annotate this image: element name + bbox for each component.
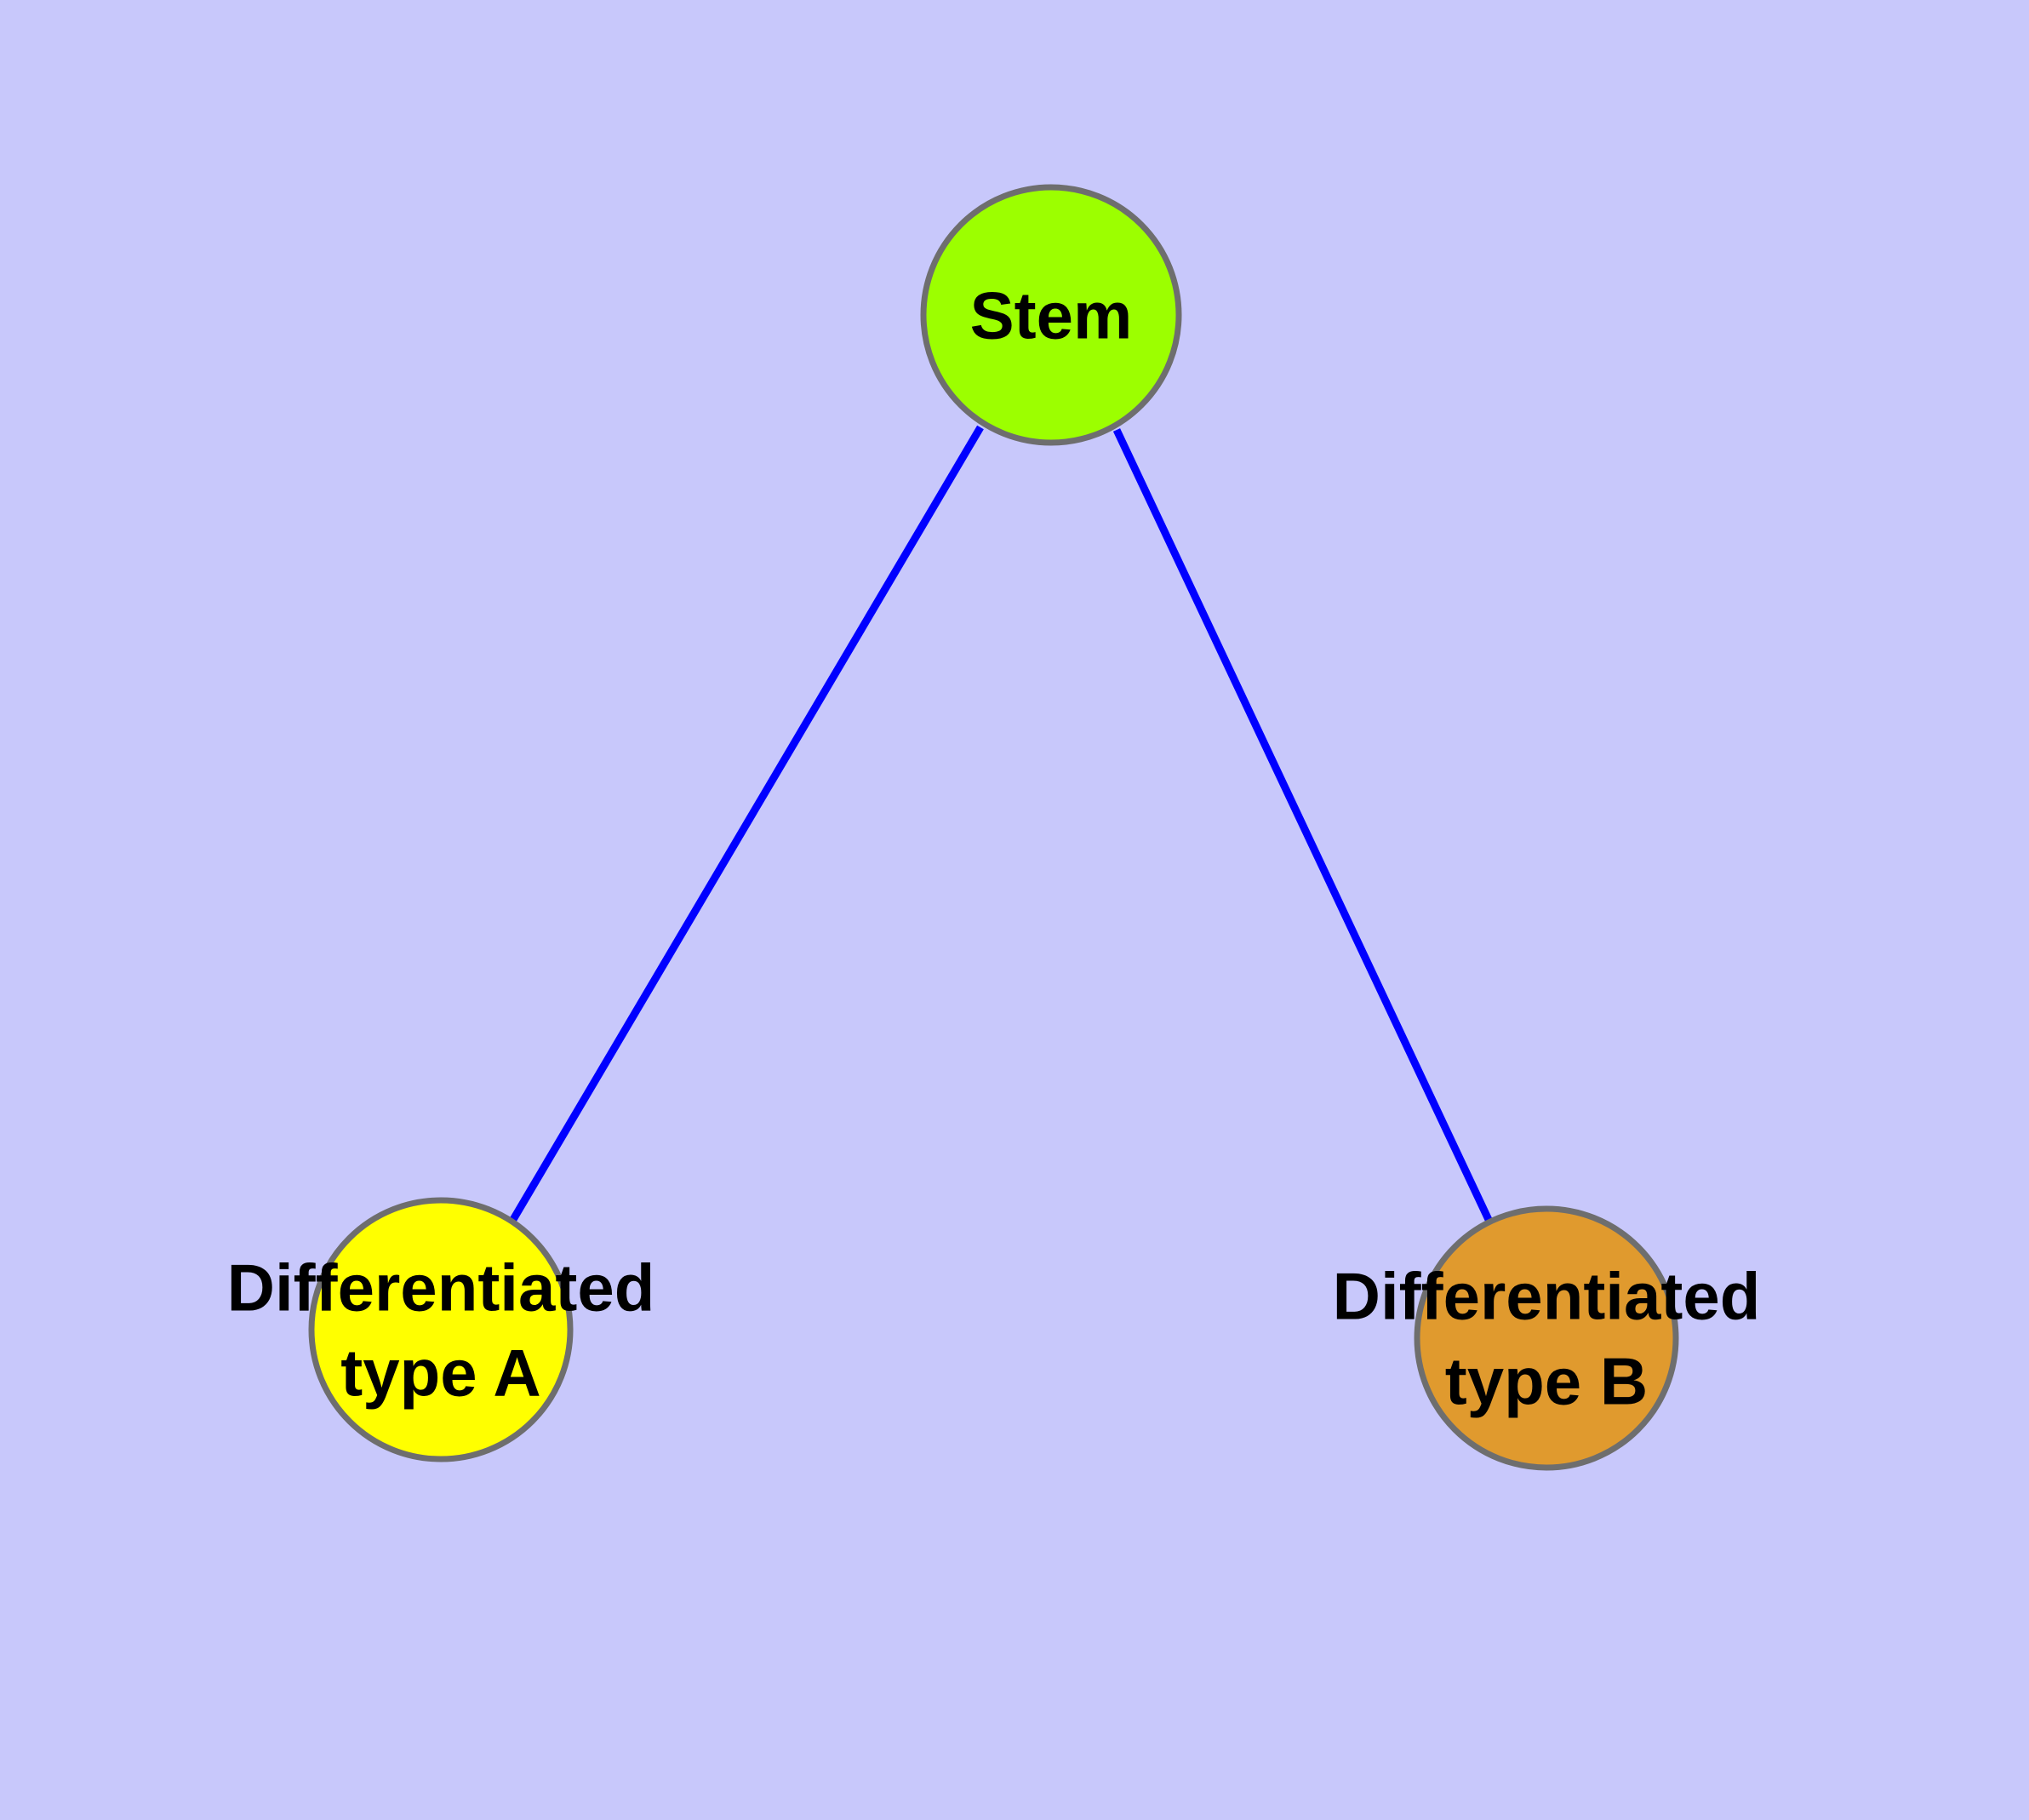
graph-node-stem[interactable] [920, 184, 1182, 446]
node-label-diff_b-line-1: Differentiated [1333, 1258, 1761, 1333]
graph-edge-stem-to-a[interactable] [508, 425, 984, 1225]
graph-node-diff_b[interactable] [1414, 1205, 1679, 1471]
node-label-stem-line-1: Stem [970, 278, 1133, 352]
graph-edge-stem-to-b[interactable] [1112, 428, 1495, 1225]
node-label-diff_a-line-2: type A [340, 1335, 541, 1410]
node-label-diff_b-line-2: type B [1445, 1343, 1648, 1418]
edges-layer [508, 425, 1495, 1225]
graph-node-diff_a[interactable] [308, 1197, 574, 1462]
nodes-layer [308, 184, 1679, 1471]
node-label-diff_a-line-1: Differentiated [227, 1250, 655, 1325]
